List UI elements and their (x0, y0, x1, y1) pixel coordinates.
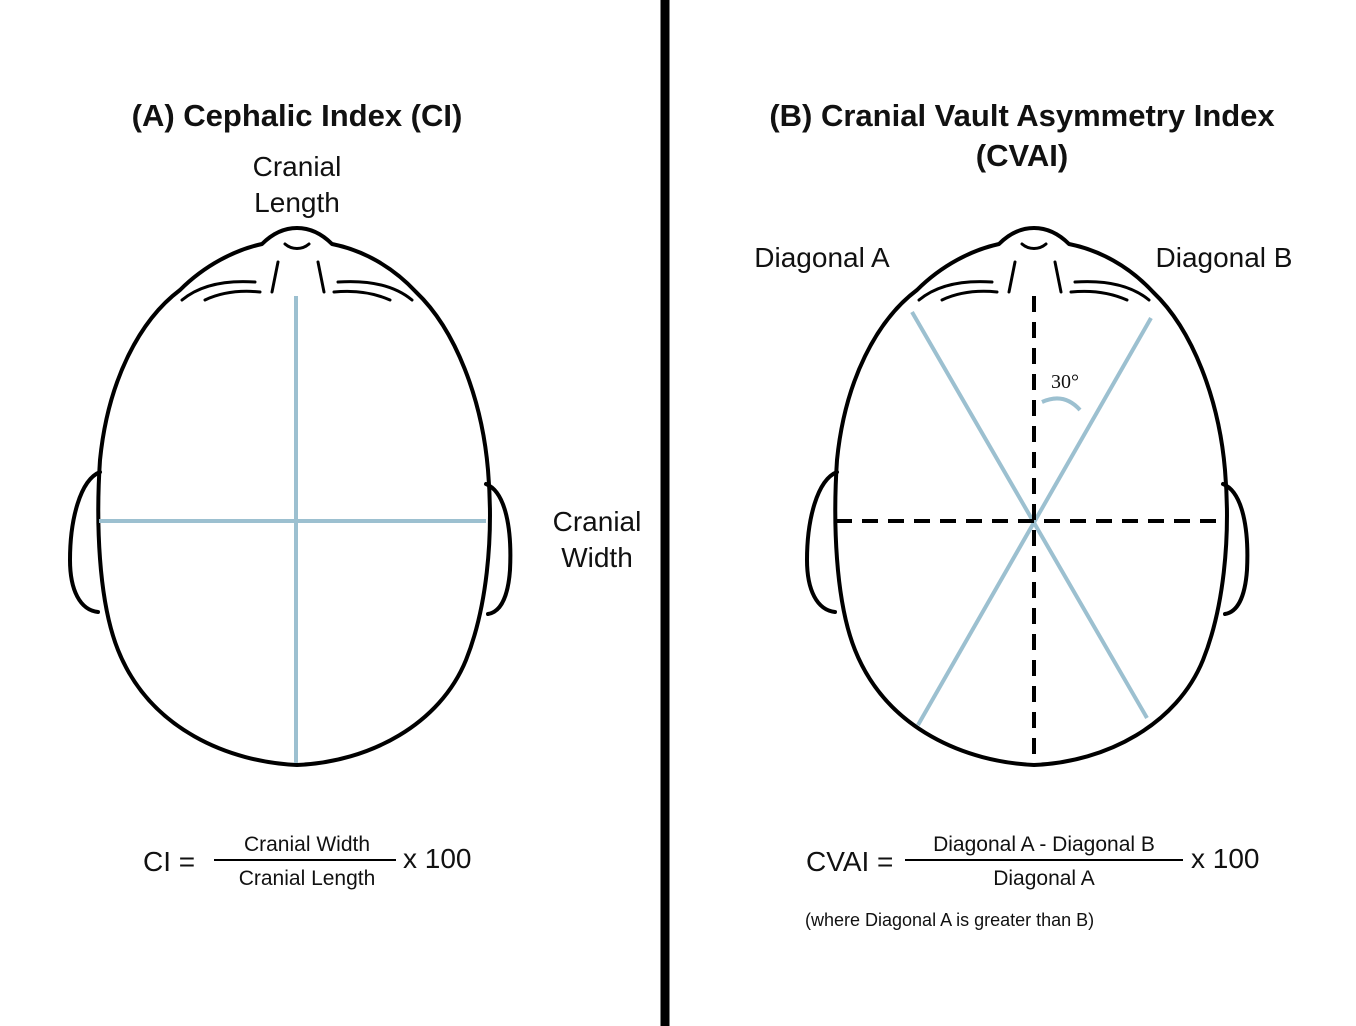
forehead-right-a (336, 280, 414, 302)
diagonal-a-label: Diagonal A (754, 242, 890, 273)
head-a-illustration (68, 226, 513, 767)
brow-left-b (940, 289, 999, 302)
brow-left-a (203, 289, 262, 302)
left-ear-b (805, 470, 839, 614)
cranial-width-label-line1: Cranial (553, 506, 642, 537)
nose-right-a (316, 260, 326, 294)
ci-formula: CI = Cranial Width Cranial Length x 100 (143, 833, 472, 890)
cranial-length-label-line2: Length (254, 187, 340, 218)
tip-b (1020, 242, 1048, 250)
cvai-formula-denominator: Diagonal A (993, 867, 1095, 890)
cvai-formula: CVAI = Diagonal A - Diagonal B Diagonal … (805, 833, 1260, 930)
cvai-formula-note: (where Diagonal A is greater than B) (805, 910, 1094, 930)
cvai-formula-numerator: Diagonal A - Diagonal B (933, 833, 1155, 856)
cvai-formula-lhs: CVAI = (806, 846, 893, 877)
panel-a: (A) Cephalic Index (CI) Cranial Length C… (68, 98, 642, 890)
diagonal-a-line (910, 310, 1149, 720)
ci-formula-lhs: CI = (143, 846, 195, 877)
brow-right-a (332, 289, 392, 302)
left-ear-a (68, 470, 102, 614)
skull-outline-b (833, 226, 1229, 767)
cranial-length-label-line1: Cranial (253, 151, 342, 182)
forehead-right-b (1073, 280, 1151, 302)
diagonal-b-line (916, 317, 1153, 726)
panel-b-title-line1: (B) Cranial Vault Asymmetry Index (769, 98, 1275, 133)
head-b-illustration (805, 226, 1250, 767)
forehead-left-a (180, 280, 257, 302)
nose-left-a (270, 260, 280, 294)
diagonal-b-label: Diagonal B (1156, 242, 1293, 273)
brow-right-b (1069, 289, 1129, 302)
forehead-left-b (917, 280, 994, 302)
panel-a-title: (A) Cephalic Index (CI) (132, 98, 463, 133)
skull-outline-a (96, 226, 492, 767)
nose-left-b (1007, 260, 1017, 294)
cvai-formula-multiplier: x 100 (1191, 843, 1260, 874)
angle-arc (1041, 396, 1082, 412)
ci-formula-multiplier: x 100 (403, 843, 472, 874)
panel-b-title-line2: (CVAI) (976, 138, 1068, 173)
panel-b: (B) Cranial Vault Asymmetry Index (CVAI)… (754, 98, 1292, 930)
cranial-width-label-line2: Width (561, 542, 633, 573)
nose-right-b (1053, 260, 1063, 294)
tip-a (283, 242, 311, 250)
ci-formula-numerator: Cranial Width (244, 833, 370, 856)
angle-label: 30° (1051, 371, 1079, 393)
right-ear-b (1221, 482, 1250, 616)
right-ear-a (484, 482, 513, 616)
ci-formula-denominator: Cranial Length (239, 867, 376, 890)
